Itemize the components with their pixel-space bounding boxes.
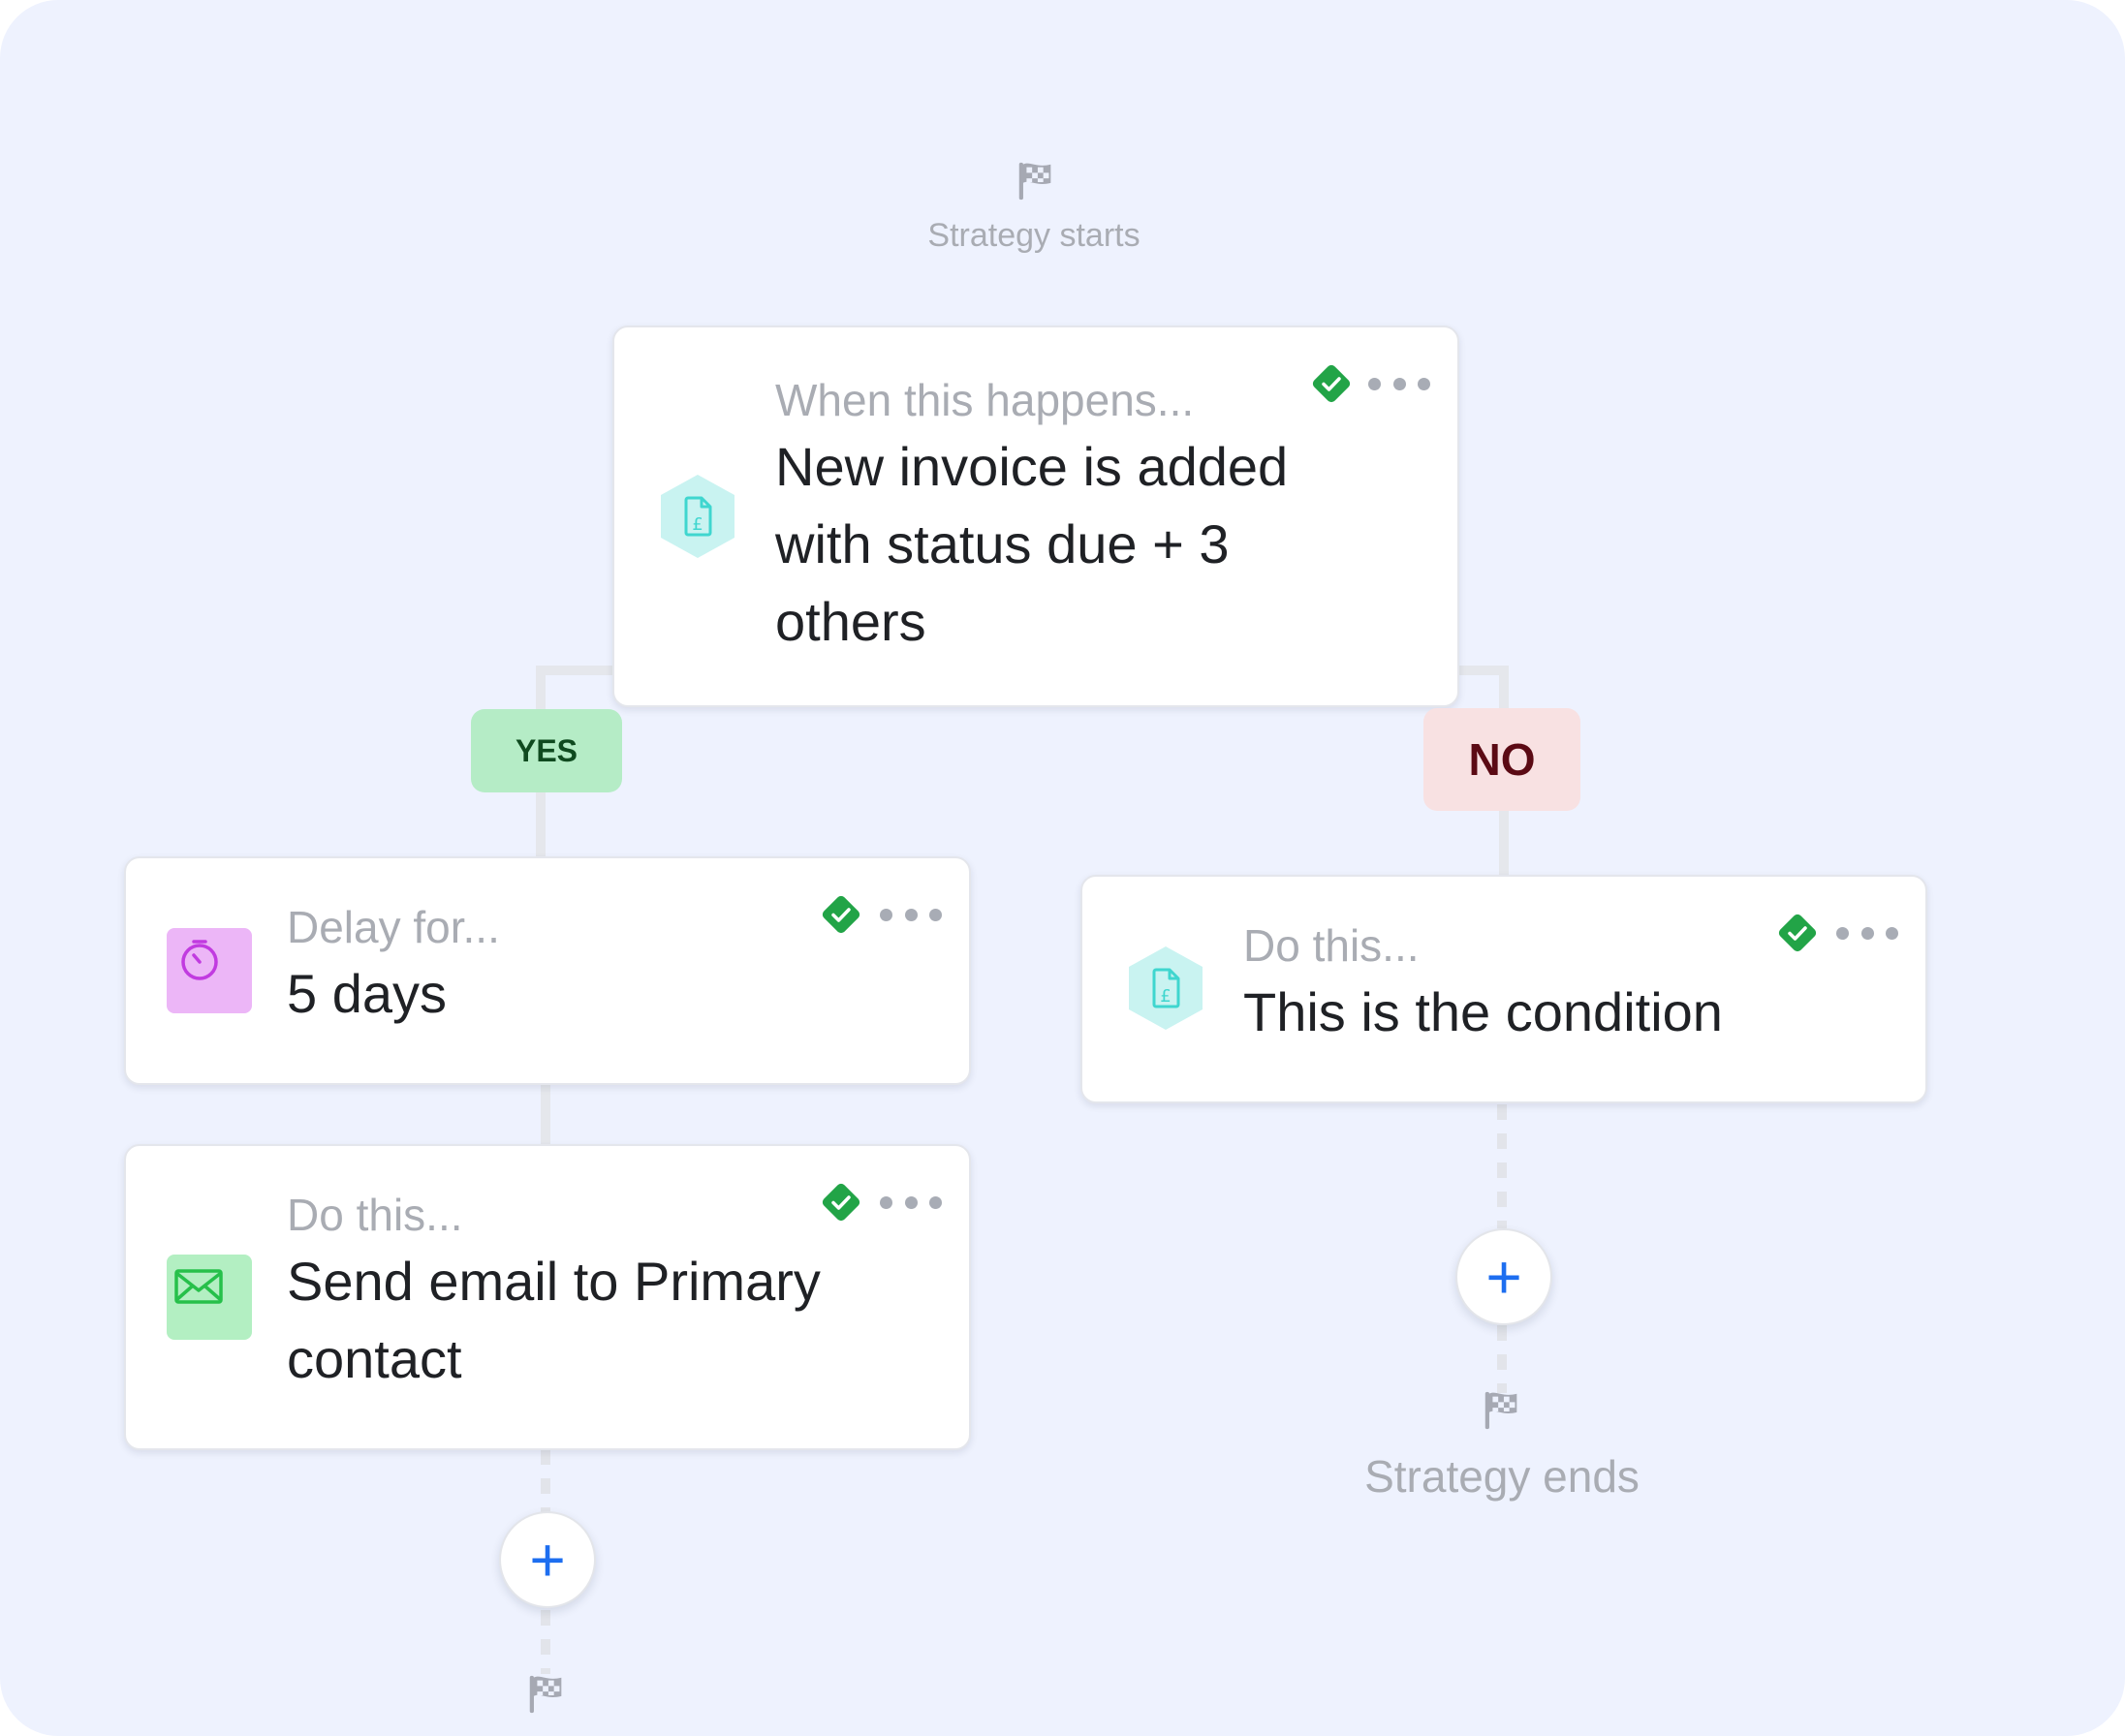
email-title: Send email to Primary contact — [287, 1251, 821, 1389]
no-branch-tag: NO — [1423, 708, 1580, 811]
add-step-button[interactable]: + — [499, 1511, 596, 1608]
condition-label: Do this... — [1243, 920, 1420, 971]
trigger-title: New invoice is added with status due + 3… — [775, 436, 1289, 652]
svg-text:£: £ — [1160, 986, 1171, 1007]
connector-no-dashed-top — [1497, 1104, 1507, 1228]
connector-yes-dashed-bottom — [541, 1610, 550, 1674]
delay-card[interactable]: Delay for... 5 days — [124, 856, 971, 1085]
connector-delay-to-email — [541, 1083, 550, 1145]
check-icon — [1312, 364, 1351, 403]
strategy-end-label: Strategy ends — [1364, 1451, 1640, 1502]
yes-branch-tag: YES — [471, 709, 622, 792]
more-options-icon[interactable] — [1368, 377, 1430, 390]
email-label: Do this... — [287, 1190, 463, 1240]
delay-label: Delay for... — [287, 902, 500, 952]
delay-title: 5 days — [287, 963, 447, 1024]
trigger-label: When this happens... — [775, 375, 1195, 425]
more-options-icon[interactable] — [880, 1195, 942, 1209]
svg-text:£: £ — [692, 514, 703, 535]
trigger-card[interactable]: £ When this happens... New invoice is ad… — [612, 326, 1459, 707]
finish-flag-icon — [1484, 1391, 1517, 1430]
connector-no-dashed-bottom — [1497, 1325, 1507, 1393]
add-step-button[interactable]: + — [1455, 1228, 1552, 1325]
more-options-icon[interactable] — [1836, 926, 1898, 940]
connector-yes-dashed-top — [541, 1449, 550, 1513]
timer-icon — [167, 928, 252, 1013]
strategy-start-label: Strategy starts — [927, 217, 1141, 254]
check-icon — [1778, 914, 1817, 952]
envelope-icon — [167, 1255, 252, 1340]
invoice-pound-icon: £ — [661, 475, 734, 558]
finish-flag-icon — [1018, 162, 1051, 201]
check-icon — [822, 895, 860, 934]
condition-title: This is the condition — [1243, 981, 1723, 1042]
email-card[interactable]: Do this... Send email to Primary contact — [124, 1144, 971, 1450]
check-icon — [822, 1183, 860, 1222]
condition-card[interactable]: £ Do this... This is the condition — [1080, 875, 1927, 1103]
more-options-icon[interactable] — [880, 908, 942, 921]
invoice-pound-icon: £ — [1129, 946, 1203, 1030]
finish-flag-icon — [529, 1675, 562, 1714]
